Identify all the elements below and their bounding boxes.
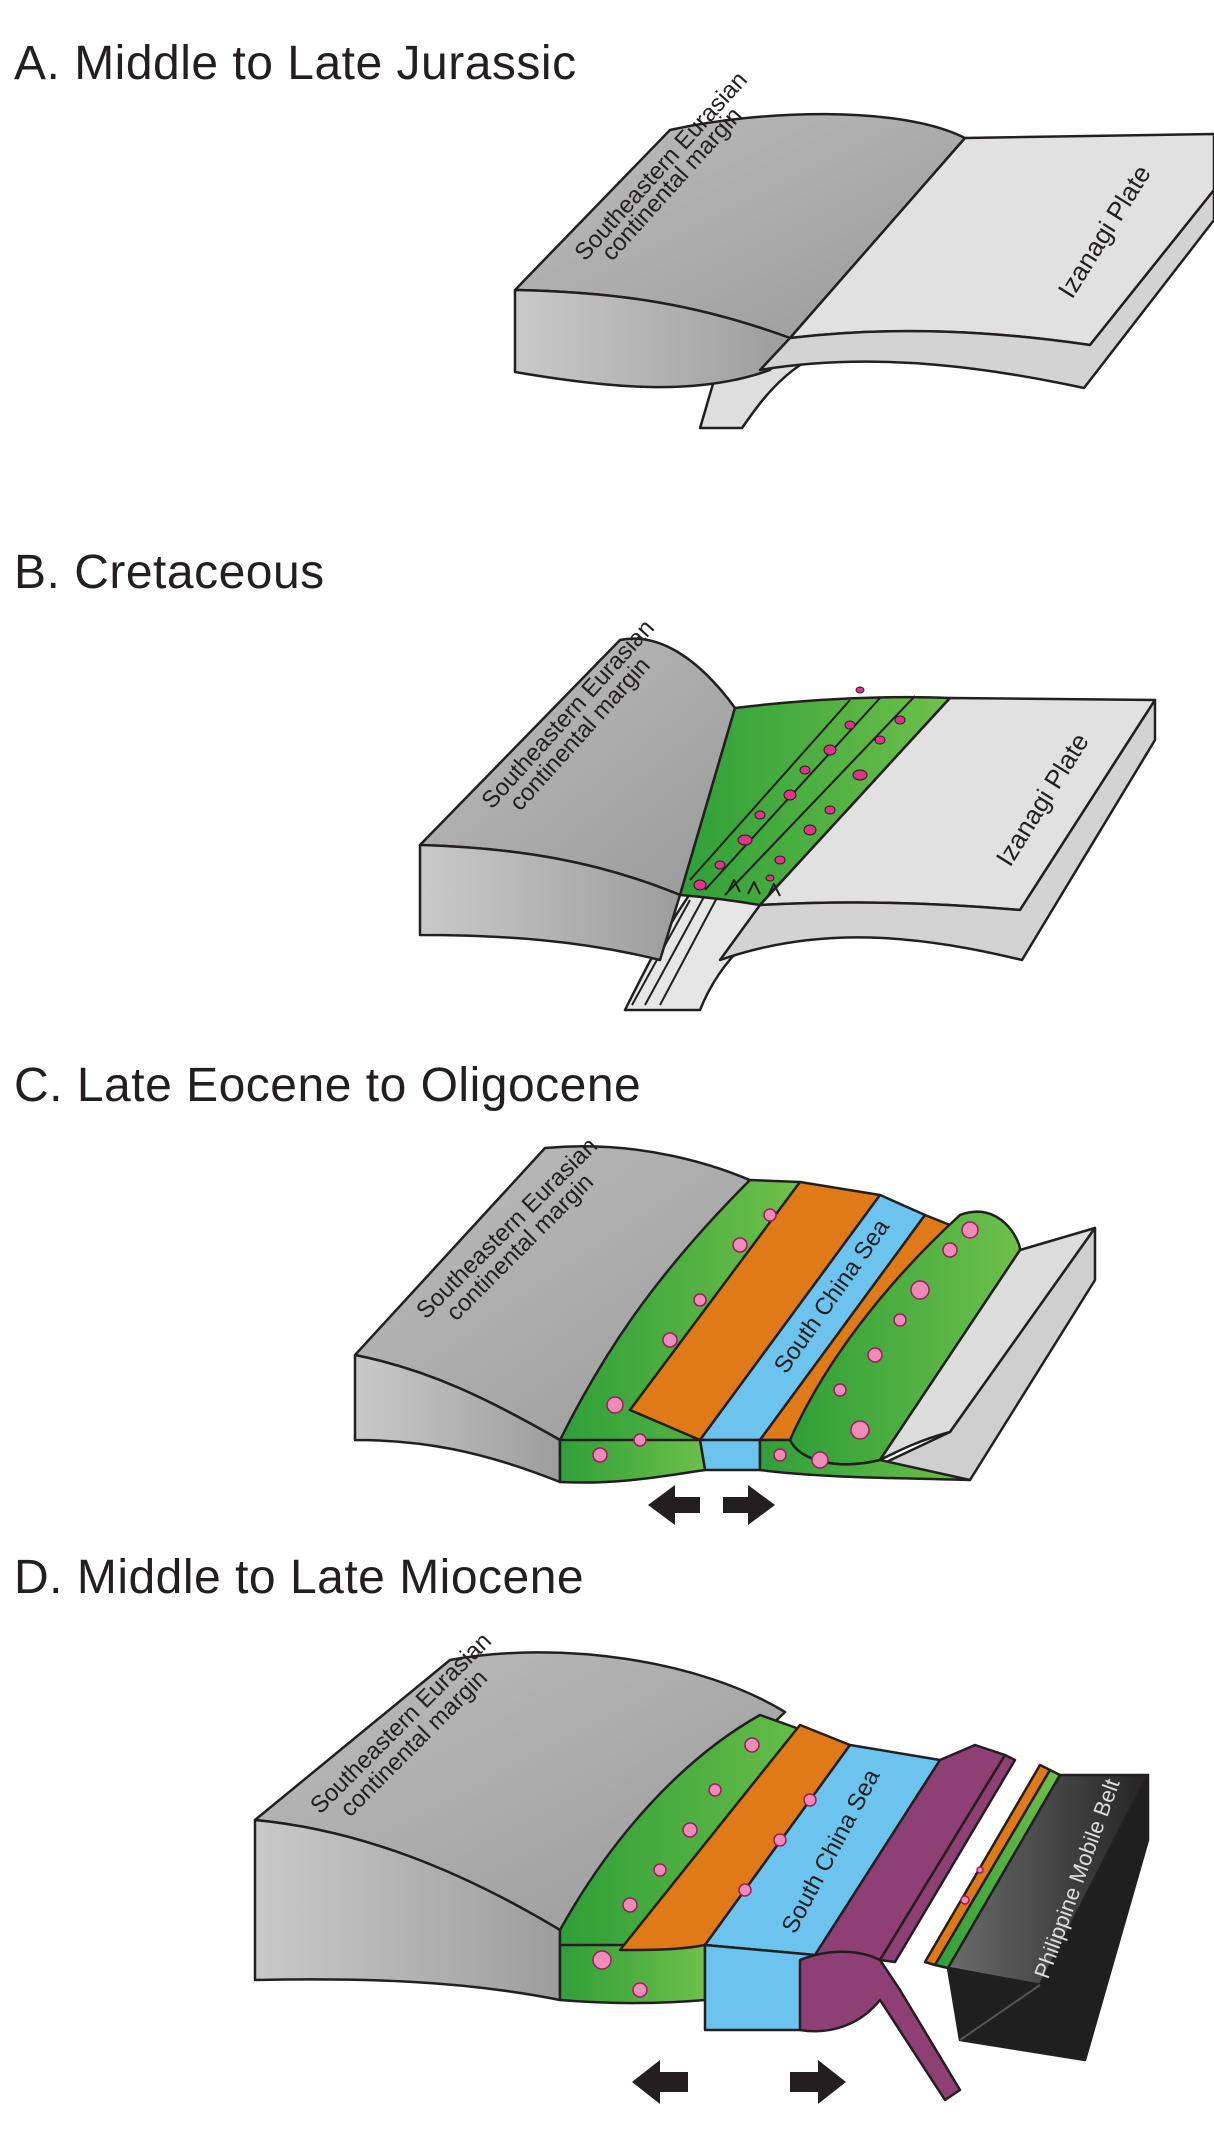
right-block-side-c	[878, 1226, 1097, 1482]
ophiolite-front-d	[798, 1950, 962, 2102]
sea-front-d	[703, 1943, 817, 2032]
sliver-purple-d	[878, 1753, 1017, 1964]
mobile-belt-side-d	[946, 1773, 1150, 2062]
izanagi-plate-side-b	[718, 698, 1157, 962]
panel-c-title: C. Late Eocene to Oligocene	[14, 1059, 642, 1112]
arrow-right-d	[790, 2060, 846, 2104]
panel-d-title: D. Middle to Late Miocene	[14, 1551, 585, 1604]
granite-plutons-b	[693, 686, 906, 891]
panel-a-title: A. Middle to Late Jurassic	[14, 37, 577, 90]
sea-front-c	[698, 1438, 762, 1472]
granite-plutons-d	[592, 1737, 984, 1998]
granite-plutons-c	[592, 1208, 979, 1469]
arrow-left-c	[648, 1485, 700, 1525]
panel-b-title: B. Cretaceous	[14, 546, 325, 599]
panel-c-diagram	[353, 1145, 1097, 1484]
arrow-right-c	[723, 1485, 775, 1525]
arrow-left-d	[632, 2060, 688, 2104]
continent-side-b	[418, 843, 682, 962]
izanagi-plate-side-a	[758, 188, 1214, 390]
panel-b-diagram	[418, 637, 1157, 1012]
panel-a-diagram	[513, 112, 1214, 430]
continent-side-a	[513, 288, 792, 389]
